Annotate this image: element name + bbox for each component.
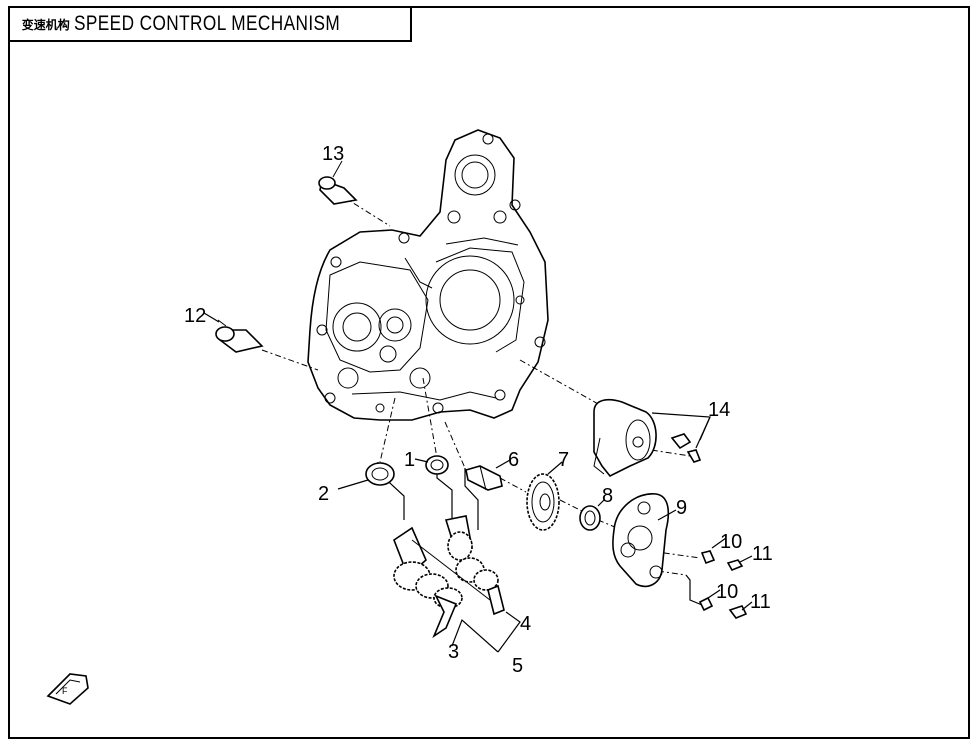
callout-11-upper: 11 — [752, 543, 773, 565]
callout-5: 5 — [512, 655, 523, 677]
part-1-bearing — [414, 455, 449, 475]
part-6-pin — [465, 459, 511, 491]
part-9-plate — [612, 493, 677, 588]
callout-10-lower: 10 — [716, 581, 738, 603]
title-chinese: 变速机构 — [21, 17, 70, 32]
part-8-bushing — [579, 499, 605, 531]
part-14-housing — [593, 398, 711, 478]
part-12-dowel — [203, 312, 264, 353]
callout-12: 12 — [184, 305, 206, 327]
callout-6: 6 — [508, 449, 519, 471]
svg-text:F: F — [62, 686, 68, 696]
callout-4: 4 — [520, 613, 531, 635]
title-box: 变速机构 SPEED CONTROL MECHANISM — [8, 6, 412, 42]
callout-11-lower: 11 — [750, 591, 771, 613]
callout-2: 2 — [318, 483, 329, 505]
diagram-frame — [8, 6, 970, 739]
part-13-dowel — [318, 160, 358, 205]
gear-cluster — [393, 515, 521, 653]
title-english: SPEED CONTROL MECHANISM — [73, 12, 340, 35]
callout-7: 7 — [558, 449, 569, 471]
callout-10-upper: 10 — [720, 531, 742, 553]
part-2-bearing — [337, 462, 395, 490]
callout-13: 13 — [322, 143, 344, 165]
part-10-11-fasteners-lower — [698, 589, 753, 619]
part-10-11-fasteners-upper — [700, 537, 753, 572]
callout-1: 1 — [404, 449, 415, 471]
crankcase — [307, 129, 549, 421]
callout-14: 14 — [708, 399, 730, 421]
front-arrow-icon: F — [46, 673, 89, 705]
callout-9: 9 — [676, 497, 687, 519]
callout-8: 8 — [602, 485, 613, 507]
part-7-gear — [526, 461, 563, 531]
callout-3: 3 — [448, 641, 459, 663]
